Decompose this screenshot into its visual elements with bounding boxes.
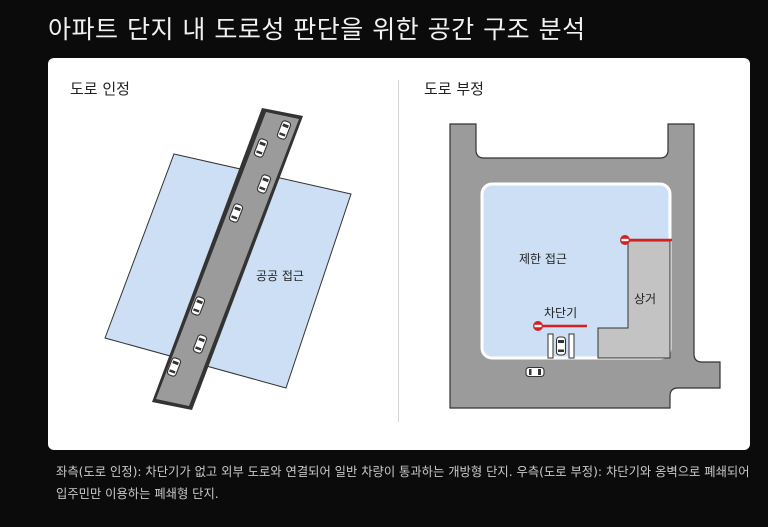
right-diagram: 상거 제한 접근 차단기	[449, 123, 721, 409]
commercial-label: 상거	[634, 292, 656, 306]
diagram-card: 도로 인정 도로 부정 공공 접근	[48, 58, 750, 450]
car-icon	[555, 336, 567, 356]
diagram-svg: 공공 접근 상거 제한 접근 차단기	[104, 108, 721, 410]
page-title: 아파트 단지 내 도로성 판단을 위한 공간 구조 분석	[48, 15, 586, 44]
barrier-label: 차단기	[544, 306, 577, 320]
restricted-access-label: 제한 접근	[519, 252, 567, 266]
gate-post	[547, 333, 554, 359]
panel-divider	[398, 80, 399, 422]
car-icon	[525, 366, 545, 378]
gate-post	[568, 333, 575, 359]
left-panel-label: 도로 인정	[70, 80, 130, 98]
figure-caption: 좌측(도로 인정): 차단기가 없고 외부 도로와 연결되어 일반 차량이 통과…	[56, 465, 750, 501]
public-access-label: 공공 접근	[256, 269, 304, 283]
right-panel-label: 도로 부정	[424, 80, 484, 98]
left-diagram: 공공 접근	[104, 108, 352, 410]
